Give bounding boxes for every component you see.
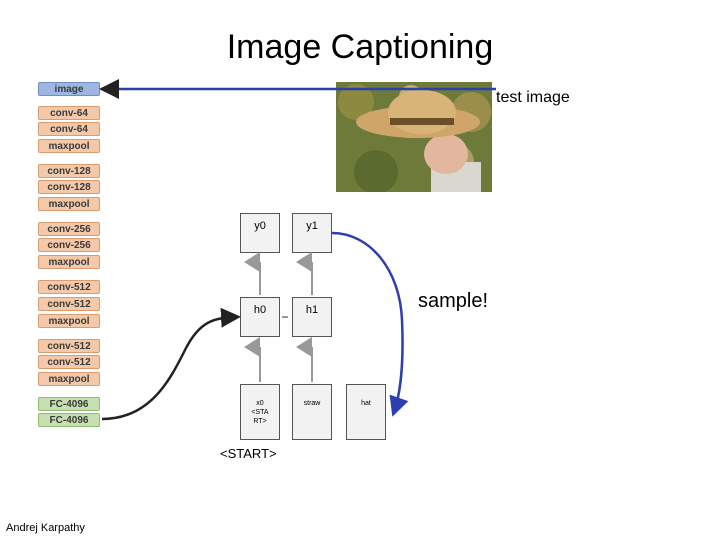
- arrow-fc-to-h0: [102, 317, 236, 419]
- arrow-sample: [332, 233, 403, 412]
